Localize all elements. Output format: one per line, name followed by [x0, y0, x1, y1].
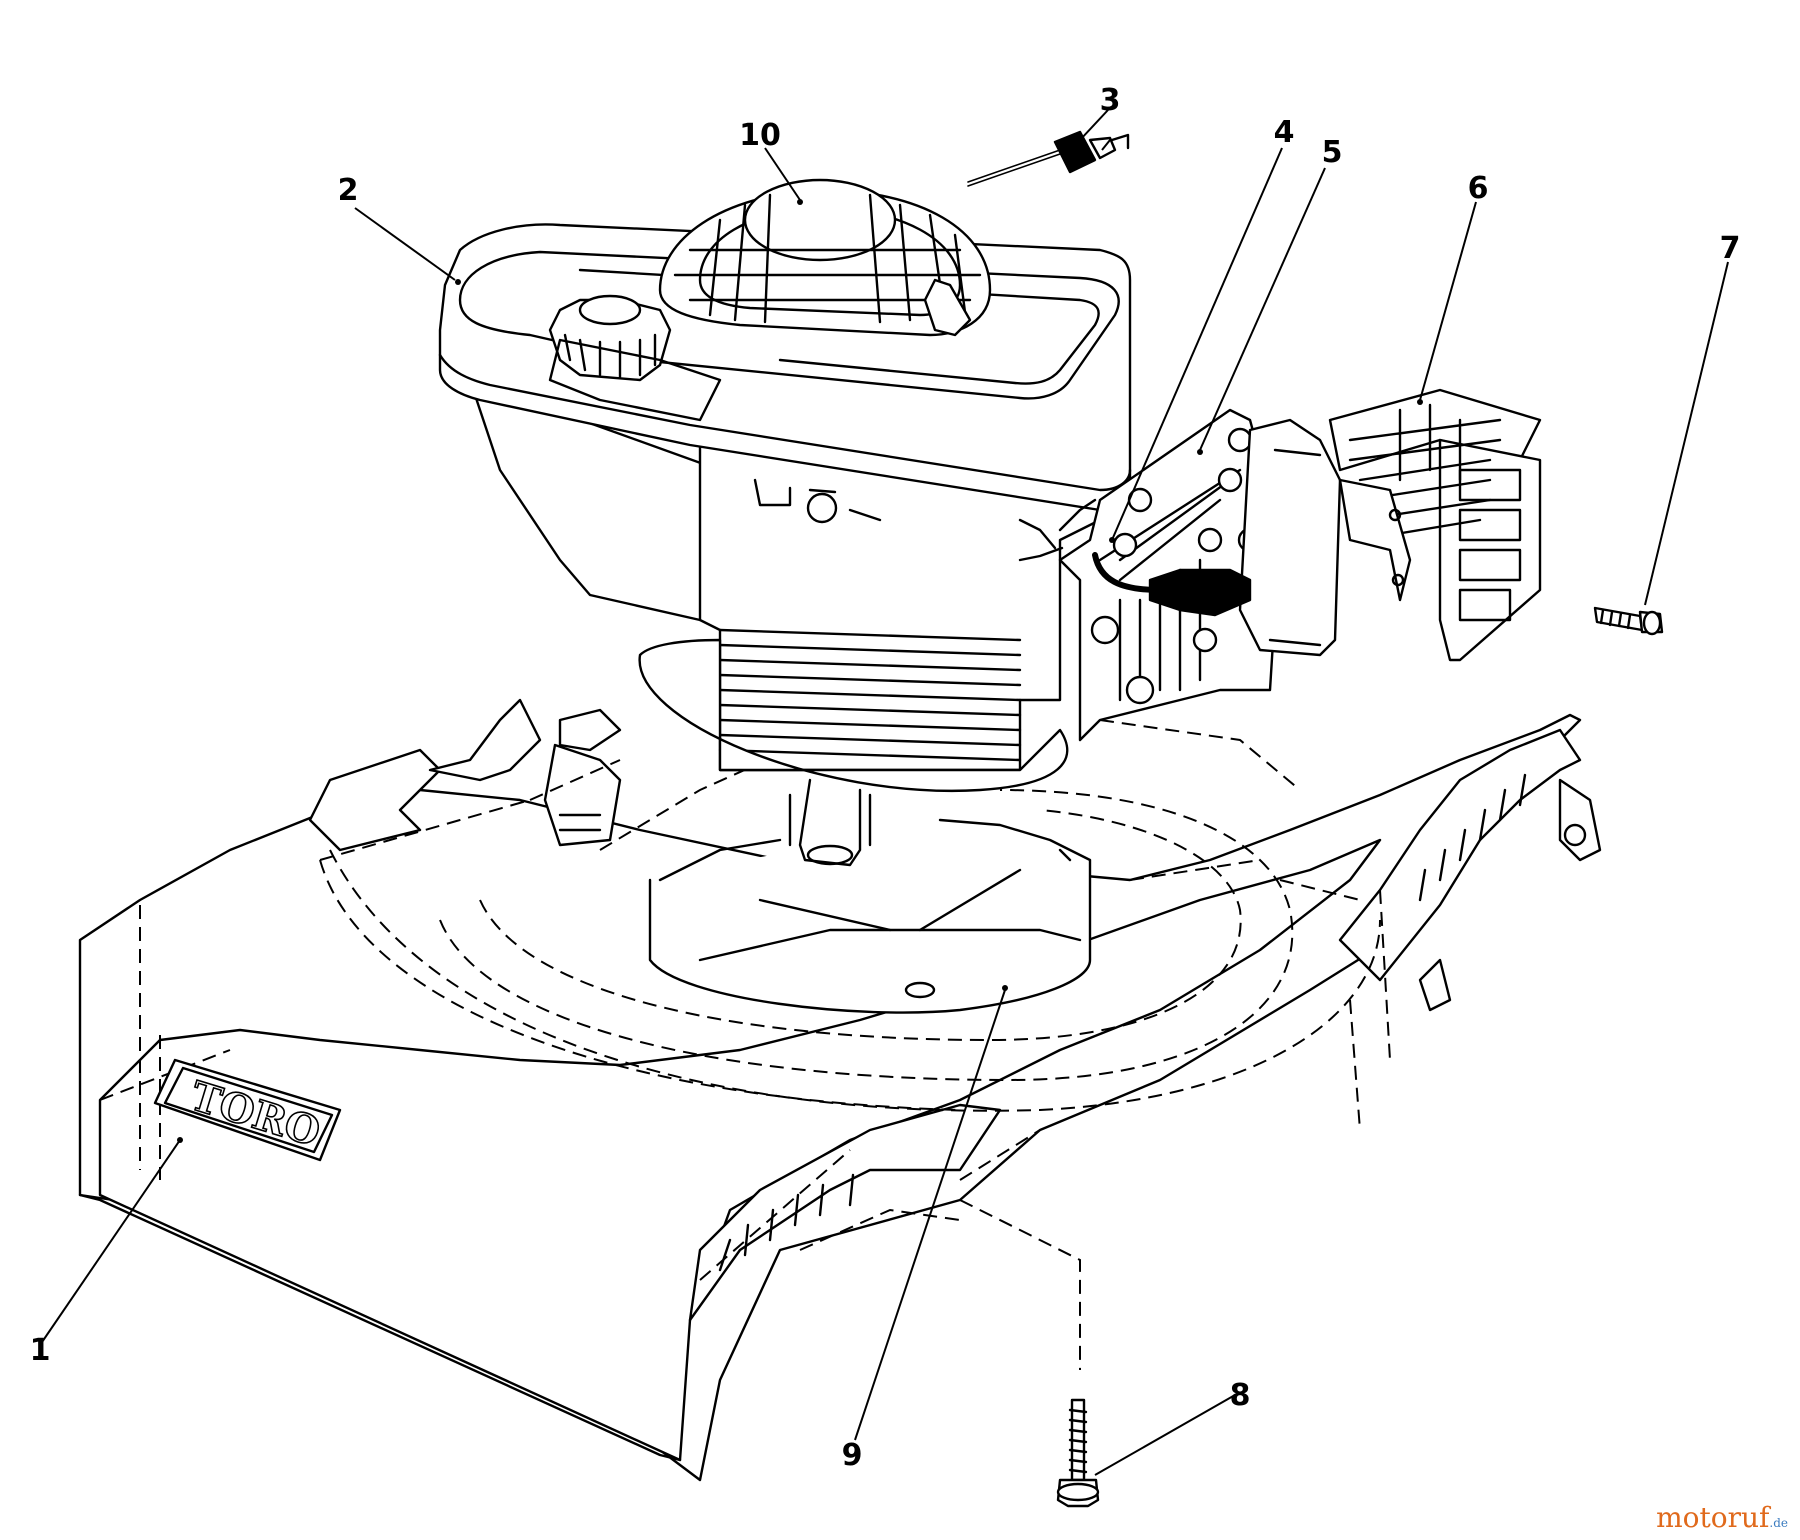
callout-3: 3 — [1100, 83, 1121, 118]
callout-7: 7 — [1720, 231, 1741, 266]
callout-2: 2 — [338, 173, 359, 208]
muffler-assembly — [1058, 408, 1342, 742]
mower-deck: TORO — [78, 698, 1602, 1482]
callout-8: 8 — [1230, 1378, 1251, 1413]
watermark-domain: .de — [1769, 1516, 1788, 1530]
recoil-starter — [658, 178, 992, 337]
callout-5: 5 — [1322, 135, 1343, 170]
muffler-guard — [1328, 388, 1542, 662]
callout-4: 4 — [1274, 115, 1295, 150]
callout-6: 6 — [1468, 171, 1489, 206]
starter-rope — [967, 130, 1130, 187]
engine-assembly — [438, 130, 1542, 867]
bolt-7 — [1593, 606, 1664, 636]
fuel-cap — [548, 294, 722, 422]
watermark-logo: motoruf.de — [1656, 1501, 1788, 1534]
callout-10: 10 — [739, 118, 781, 153]
watermark-name: motoruf — [1656, 1501, 1770, 1534]
callout-labels: 1 2 3 4 5 6 7 8 9 10 — [30, 83, 1741, 1473]
callout-1: 1 — [30, 1333, 51, 1368]
leader-lines — [39, 109, 1729, 1476]
bolt-8 — [1056, 1398, 1100, 1508]
callout-9: 9 — [842, 1438, 863, 1473]
